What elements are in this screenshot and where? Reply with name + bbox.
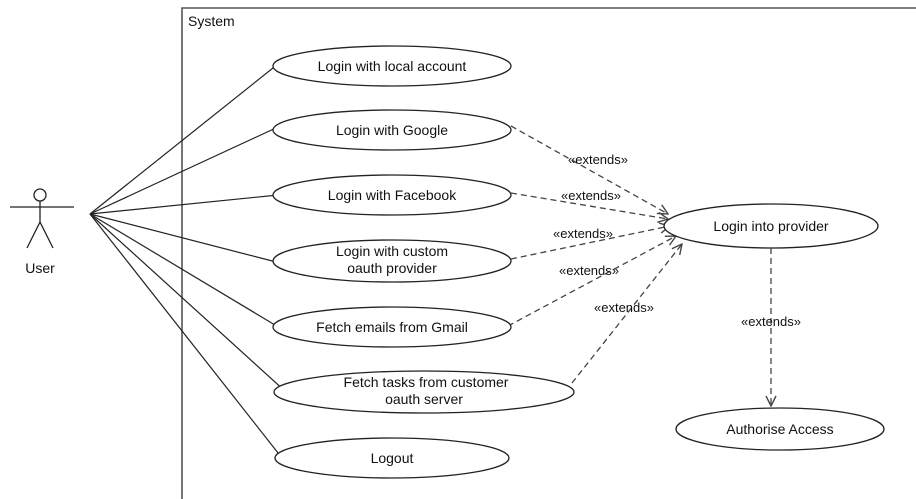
use-case-label-line1: Login with custom bbox=[336, 243, 448, 259]
use-case-gmail: Fetch emails from Gmail bbox=[272, 306, 512, 348]
use-case-facebook: Login with Facebook bbox=[272, 174, 512, 216]
extend-label-tasks: «extends» bbox=[594, 300, 654, 315]
association-google bbox=[89, 126, 279, 215]
association-custom bbox=[89, 213, 281, 264]
use-case-label-line2: oauth provider bbox=[347, 260, 437, 276]
extend-label-google: «extends» bbox=[568, 152, 628, 167]
use-case-label: Authorise Access bbox=[726, 421, 833, 437]
use-case-label: Login with Facebook bbox=[328, 187, 457, 203]
extend-gmail bbox=[507, 236, 676, 327]
extend-custom bbox=[510, 226, 670, 260]
extend-label-gmail: «extends» bbox=[559, 263, 619, 278]
association-facebook bbox=[89, 194, 279, 215]
use-case-label-line1: Fetch tasks from customer bbox=[344, 374, 509, 390]
extend-labels: «extends» «extends» «extends» «extends» … bbox=[553, 152, 801, 329]
use-case-authorise-access: Authorise Access bbox=[675, 407, 885, 451]
system-title: System bbox=[188, 13, 235, 29]
extend-label-authorise: «extends» bbox=[741, 314, 801, 329]
actor-user bbox=[10, 188, 74, 249]
system-boundary: System bbox=[181, 7, 916, 499]
extend-facebook bbox=[510, 192, 668, 219]
actor-label: User bbox=[25, 260, 55, 276]
use-case-google: Login with Google bbox=[272, 109, 512, 151]
actor-head bbox=[33, 188, 47, 202]
actor-right-leg bbox=[39, 221, 54, 249]
use-case-label: Login with Google bbox=[336, 122, 448, 138]
use-case-login-provider: Login into provider bbox=[663, 203, 879, 249]
use-case-custom-oauth: Login with custom oauth provider bbox=[272, 239, 512, 283]
use-case-label: Login with local account bbox=[318, 58, 467, 74]
association-gmail bbox=[89, 213, 281, 329]
association-local bbox=[89, 63, 279, 215]
use-case-label: Login into provider bbox=[713, 218, 829, 234]
association-logout bbox=[89, 213, 283, 459]
use-case-label: Fetch emails from Gmail bbox=[316, 319, 468, 335]
use-case-label-line2: oauth server bbox=[385, 391, 463, 407]
extend-relations bbox=[507, 125, 771, 406]
associations bbox=[89, 63, 287, 459]
extend-label-custom: «extends» bbox=[553, 226, 613, 241]
use-case-label: Logout bbox=[371, 450, 414, 466]
use-case-local-account: Login with local account bbox=[272, 45, 512, 87]
use-case-logout: Logout bbox=[274, 437, 510, 479]
use-case-customer-tasks: Fetch tasks from customer oauth server bbox=[273, 370, 575, 414]
actor-left-leg bbox=[26, 221, 41, 249]
extend-label-facebook: «extends» bbox=[561, 188, 621, 203]
association-tasks bbox=[89, 213, 287, 393]
